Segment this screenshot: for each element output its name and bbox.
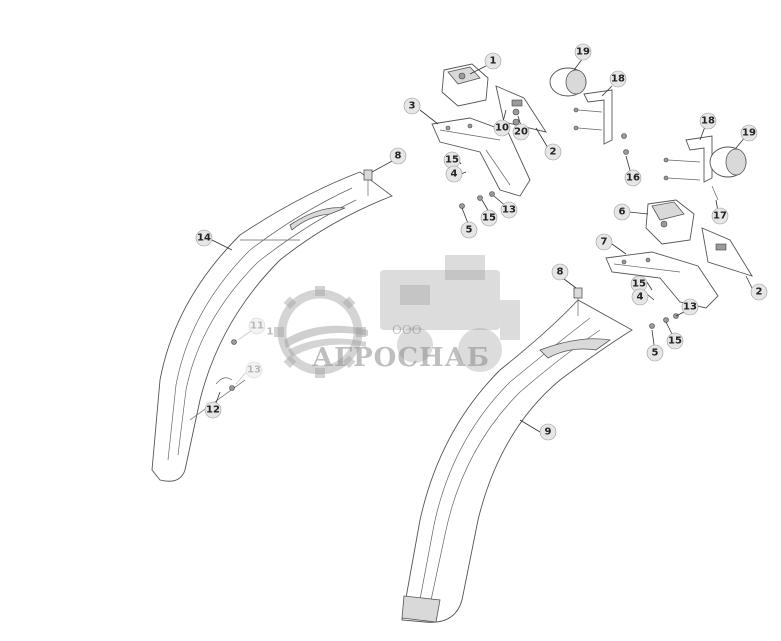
callout-18: 18 bbox=[609, 70, 627, 88]
callout-15: 15 bbox=[443, 151, 461, 169]
callout-5: 5 bbox=[460, 221, 478, 239]
cap-part-1 bbox=[441, 63, 489, 107]
svg-text:11: 11 bbox=[250, 321, 264, 332]
callout-8: 8 bbox=[551, 263, 569, 281]
svg-text:4: 4 bbox=[451, 169, 458, 180]
callout-7: 7 bbox=[595, 233, 613, 251]
svg-text:19: 19 bbox=[576, 47, 590, 58]
svg-text:9: 9 bbox=[545, 427, 552, 438]
svg-text:2: 2 bbox=[550, 147, 557, 158]
bracket-part-7 bbox=[605, 251, 719, 309]
svg-text:1: 1 bbox=[267, 327, 274, 338]
callout-16: 16 bbox=[624, 169, 642, 187]
callout-11: 11 bbox=[248, 317, 266, 335]
svg-text:18: 18 bbox=[701, 116, 715, 127]
callout-1-faded: 1 bbox=[267, 327, 274, 338]
lamp-bracket-part-18-upper bbox=[573, 89, 629, 155]
svg-text:14: 14 bbox=[197, 233, 211, 244]
watermark-harvester-icon bbox=[380, 255, 520, 372]
gasket-part-2-upper bbox=[495, 85, 547, 133]
svg-text:15: 15 bbox=[445, 155, 459, 166]
callout-1: 1 bbox=[484, 52, 502, 70]
callout-8: 8 bbox=[389, 147, 407, 165]
svg-text:2: 2 bbox=[756, 287, 763, 298]
callout-5: 5 bbox=[646, 344, 664, 362]
callout-4: 4 bbox=[445, 165, 463, 183]
callout-9: 9 bbox=[539, 423, 557, 441]
svg-text:15: 15 bbox=[632, 279, 646, 290]
callout-12: 12 bbox=[204, 401, 222, 419]
callout-13: 13 bbox=[681, 298, 699, 316]
svg-text:10: 10 bbox=[495, 123, 509, 134]
svg-text:8: 8 bbox=[557, 267, 564, 278]
svg-text:15: 15 bbox=[482, 213, 496, 224]
callout-15: 15 bbox=[666, 332, 684, 350]
lamp-assembly-right bbox=[663, 135, 747, 201]
callout-19: 19 bbox=[740, 124, 758, 142]
svg-text:20: 20 bbox=[514, 127, 528, 138]
svg-text:19: 19 bbox=[742, 128, 756, 139]
hardware-bits bbox=[215, 108, 679, 391]
callout-19: 19 bbox=[574, 43, 592, 61]
callout-17: 17 bbox=[711, 207, 729, 225]
svg-text:5: 5 bbox=[652, 348, 659, 359]
svg-text:1: 1 bbox=[490, 56, 497, 67]
svg-text:17: 17 bbox=[713, 211, 727, 222]
lamp-part-19-upper bbox=[549, 67, 587, 97]
svg-text:4: 4 bbox=[637, 292, 644, 303]
callouts: 1 19 18 3 10 20 2 8 15 4 16 18 19 13 15 … bbox=[195, 43, 768, 441]
cap-part-6 bbox=[645, 199, 695, 245]
watermark-gear-icon bbox=[274, 286, 368, 378]
left-fender-part bbox=[151, 171, 393, 482]
callout-18: 18 bbox=[699, 112, 717, 130]
gasket-part-2-lower bbox=[701, 227, 754, 277]
svg-text:7: 7 bbox=[601, 237, 608, 248]
svg-text:5: 5 bbox=[466, 225, 473, 236]
callout-13: 13 bbox=[500, 201, 518, 219]
callout-10: 10 bbox=[493, 119, 511, 137]
callout-20: 20 bbox=[512, 123, 530, 141]
callout-2: 2 bbox=[750, 283, 768, 301]
callout-4: 4 bbox=[631, 288, 649, 306]
svg-text:3: 3 bbox=[409, 101, 416, 112]
watermark-name: АГРОСНАБ bbox=[312, 343, 490, 373]
watermark-prefix: ООО bbox=[392, 323, 422, 337]
svg-text:8: 8 bbox=[395, 151, 402, 162]
svg-text:12: 12 bbox=[206, 405, 220, 416]
svg-text:15: 15 bbox=[668, 336, 682, 347]
callout-15: 15 bbox=[480, 209, 498, 227]
svg-text:13: 13 bbox=[247, 365, 261, 376]
callout-3: 3 bbox=[403, 97, 421, 115]
callout-6: 6 bbox=[613, 203, 631, 221]
watermark: ООО АГРОСНАБ bbox=[274, 255, 520, 378]
svg-text:18: 18 bbox=[611, 74, 625, 85]
svg-text:6: 6 bbox=[619, 207, 626, 218]
svg-text:16: 16 bbox=[626, 173, 640, 184]
right-fender-part bbox=[401, 299, 633, 623]
svg-text:13: 13 bbox=[683, 302, 697, 313]
svg-text:13: 13 bbox=[502, 205, 516, 216]
bracket-part-3 bbox=[431, 117, 531, 197]
callout-13-faded: 13 bbox=[245, 361, 263, 379]
callout-14: 14 bbox=[195, 229, 213, 247]
callout-2: 2 bbox=[544, 143, 562, 161]
